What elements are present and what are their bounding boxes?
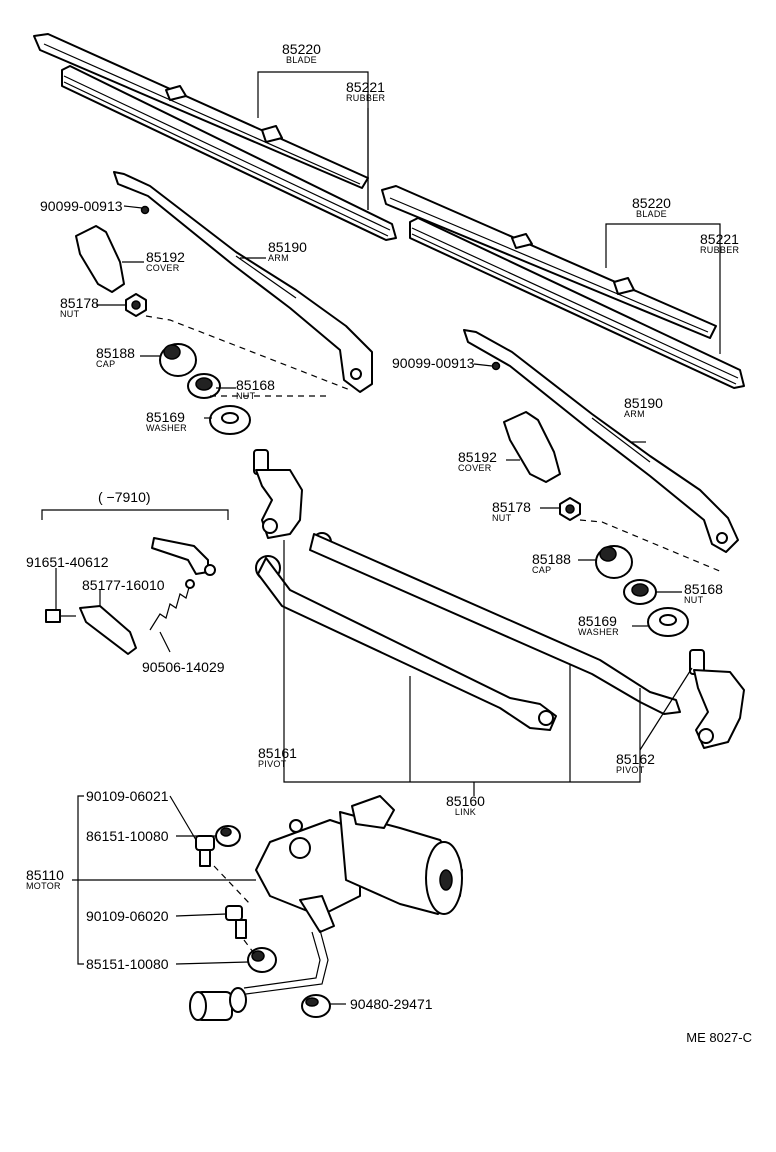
right-nut [559, 497, 581, 521]
right-cap [595, 545, 633, 579]
label-grommet-1: 86151-10080 [86, 828, 169, 844]
label-left-cover: 85192 COVER [146, 249, 185, 273]
motor-connector [189, 929, 329, 1021]
label-bolt-1: 90109-06021 [86, 788, 169, 804]
wiper-motor [255, 795, 463, 933]
label-bolt-2: 90109-06020 [86, 908, 169, 924]
right-cover [503, 411, 561, 483]
left-wiper-rubber [61, 65, 397, 241]
label-inset-bracket: 85177-16010 [82, 577, 165, 593]
label-right-nut: 85178 NUT [492, 499, 531, 523]
motor-grommet-2 [247, 947, 277, 973]
label-left-nut: 85178 NUT [60, 295, 99, 319]
right-washer [647, 607, 689, 637]
right-nut-2 [623, 579, 657, 605]
label-left-rubber: 85221 RUBBER [346, 79, 386, 103]
label-cable-grommet: 90480-29471 [350, 996, 433, 1012]
label-right-blade: 85220 BLADE [632, 195, 671, 219]
left-washer [209, 405, 251, 435]
inset-linkage [151, 537, 216, 576]
label-left-cap: 85188 CAP [96, 345, 135, 369]
label-left-washer: 85169 WASHER [146, 409, 187, 433]
label-left-nut-2: 85168 NUT [236, 377, 275, 401]
label-left-screw: 90099-00913 [40, 198, 123, 214]
left-cap [159, 343, 197, 377]
cable-grommet [301, 994, 331, 1018]
label-right-nut-2: 85168 NUT [684, 581, 723, 605]
link-rods [255, 532, 681, 731]
right-wiper-rubber [409, 217, 745, 389]
left-pivot [253, 449, 303, 539]
left-arm-screw [140, 205, 150, 215]
left-cover [75, 225, 125, 293]
left-wiper-blade [33, 33, 369, 189]
right-arm-screw [491, 361, 501, 371]
inset-spring [149, 579, 195, 631]
left-wiper-arm [113, 171, 373, 393]
leader-lines [55, 71, 721, 1005]
motor-bolt-2 [225, 905, 247, 939]
label-right-cover: 85192 COVER [458, 449, 497, 473]
label-right-arm: 85190 ARM [624, 395, 663, 419]
label-inset-bolt: 91651-40612 [26, 554, 109, 570]
inset-bracket [79, 605, 137, 655]
inset-bolt [45, 609, 76, 623]
label-right-cap: 85188 CAP [532, 551, 571, 575]
label-link: 85160 LINK [446, 793, 485, 817]
right-pivot [689, 649, 745, 749]
label-inset-spring: 90506-14029 [142, 659, 225, 675]
label-grommet-2: 85151-10080 [86, 956, 169, 972]
label-right-washer: 85169 WASHER [578, 613, 619, 637]
label-left-pivot: 85161 PIVOT [258, 745, 297, 769]
label-motor: 85110 MOTOR [26, 867, 64, 891]
label-left-blade: 85220 BLADE [282, 41, 321, 65]
motor-grommet-1 [215, 825, 241, 847]
label-left-arm: 85190 ARM [268, 239, 307, 263]
left-nut-2 [187, 373, 221, 399]
motor-bolt-1 [195, 835, 215, 867]
label-right-rubber: 85221 RUBBER [700, 231, 740, 255]
drawing-code: ME 8027-C [686, 1030, 752, 1045]
label-right-screw: 90099-00913 [392, 355, 475, 371]
label-right-pivot: 85162 PIVOT [616, 751, 655, 775]
label-inset-range: ( −7910) [98, 489, 151, 505]
left-nut [125, 293, 147, 317]
right-wiper-blade [381, 185, 717, 339]
right-wiper-arm [463, 329, 739, 553]
